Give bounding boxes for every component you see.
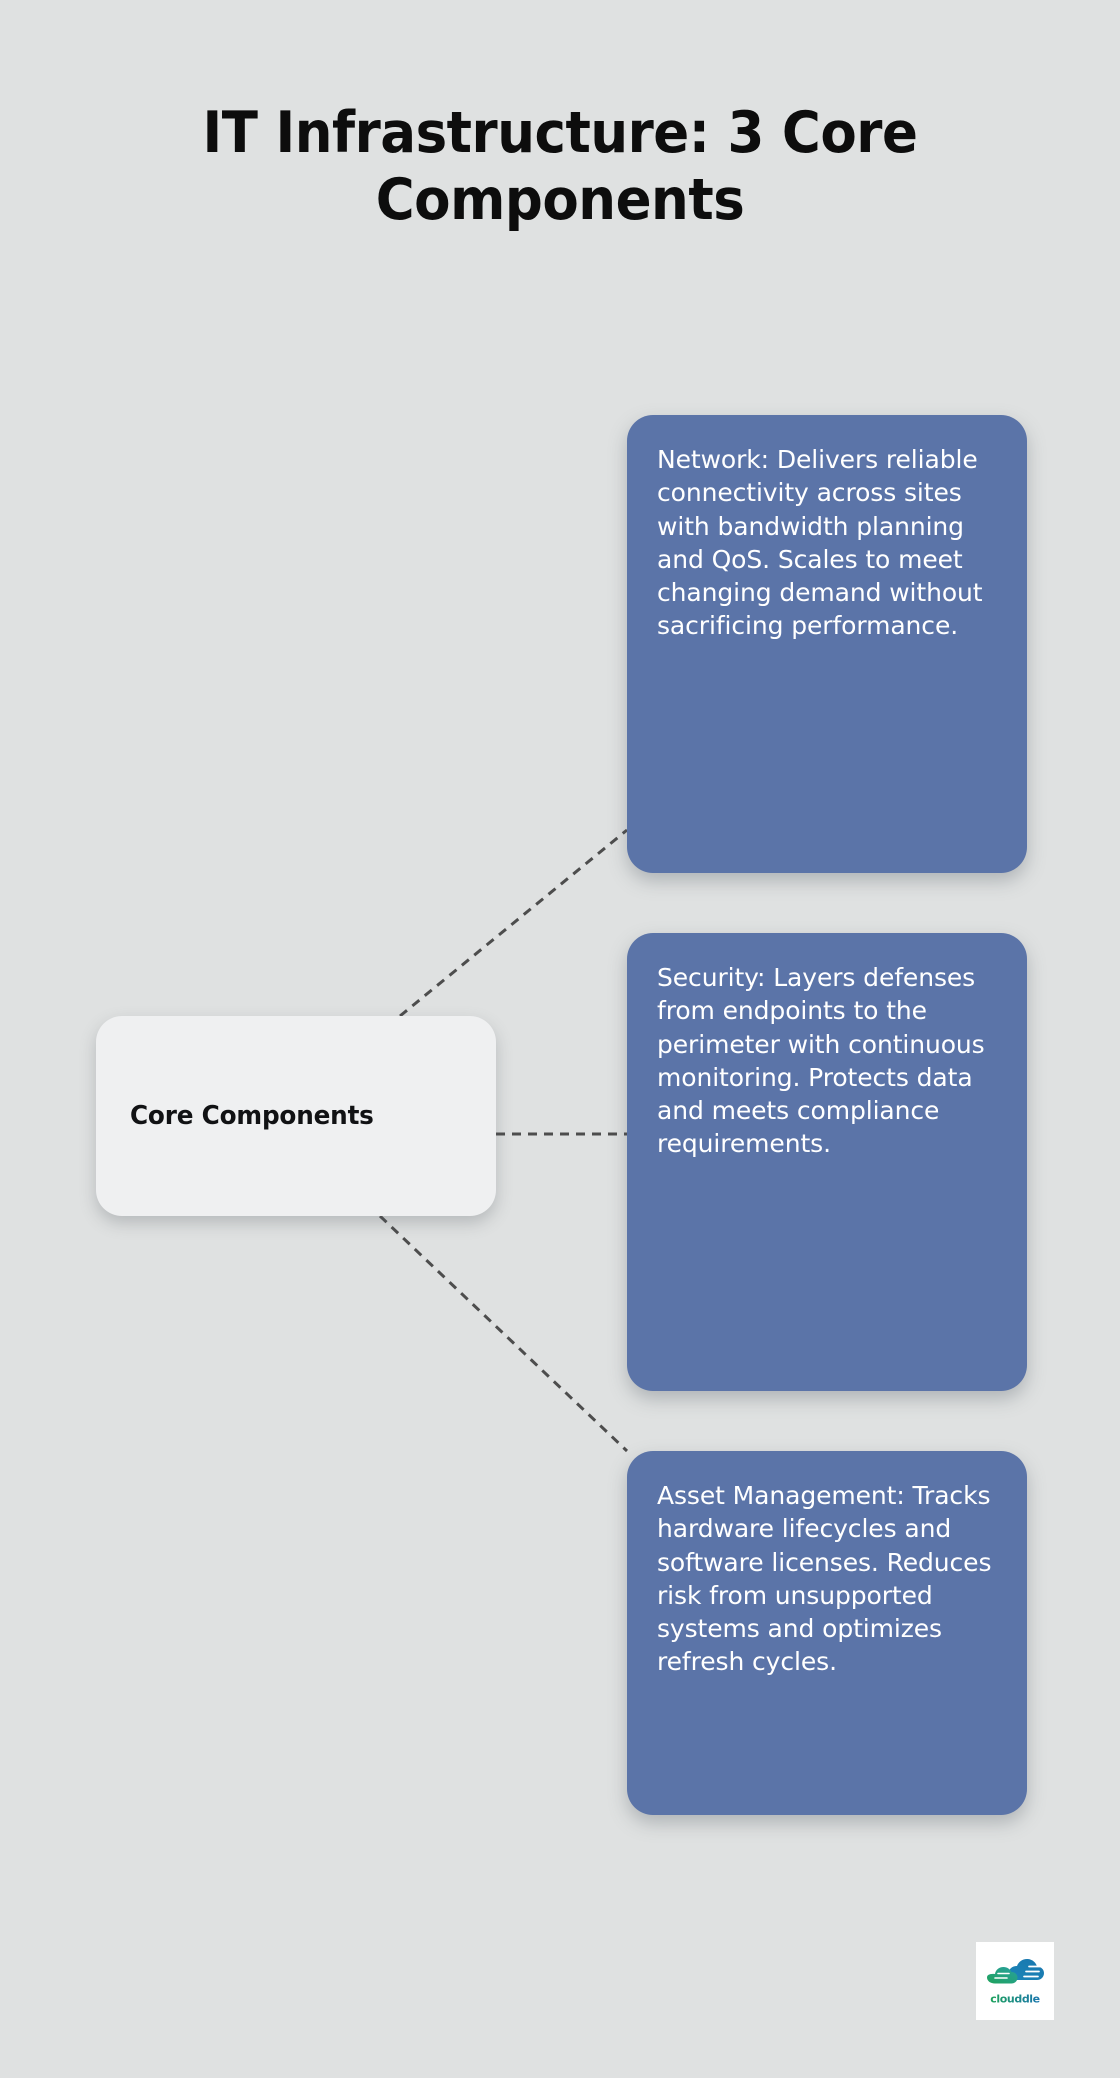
center-node-label: Core Components [130,1101,374,1131]
two-clouds-icon [987,1958,1044,1983]
branch-card-security[interactable]: Security: Layers defenses from endpoints… [627,933,1027,1391]
center-node[interactable]: Core Components [96,1016,496,1216]
connector-line-network [399,828,628,1018]
branch-card-text-asset-management: Asset Management: Tracks hardware lifecy… [657,1481,992,1677]
branch-card-text-network: Network: Delivers reliable connectivity … [657,445,983,641]
branch-card-text-security: Security: Layers defenses from endpoints… [657,963,985,1159]
page-title: IT Infrastructure: 3 Core Components [202,100,918,234]
connector-line-asset-management [378,1214,629,1453]
svg-text:clouddle: clouddle [990,1992,1039,2005]
branch-card-asset-management[interactable]: Asset Management: Tracks hardware lifecy… [627,1451,1027,1815]
brand-logo[interactable]: clouddle [976,1942,1054,2020]
branch-card-network[interactable]: Network: Delivers reliable connectivity … [627,415,1027,873]
brand-wordmark: clouddle [990,1992,1040,2005]
